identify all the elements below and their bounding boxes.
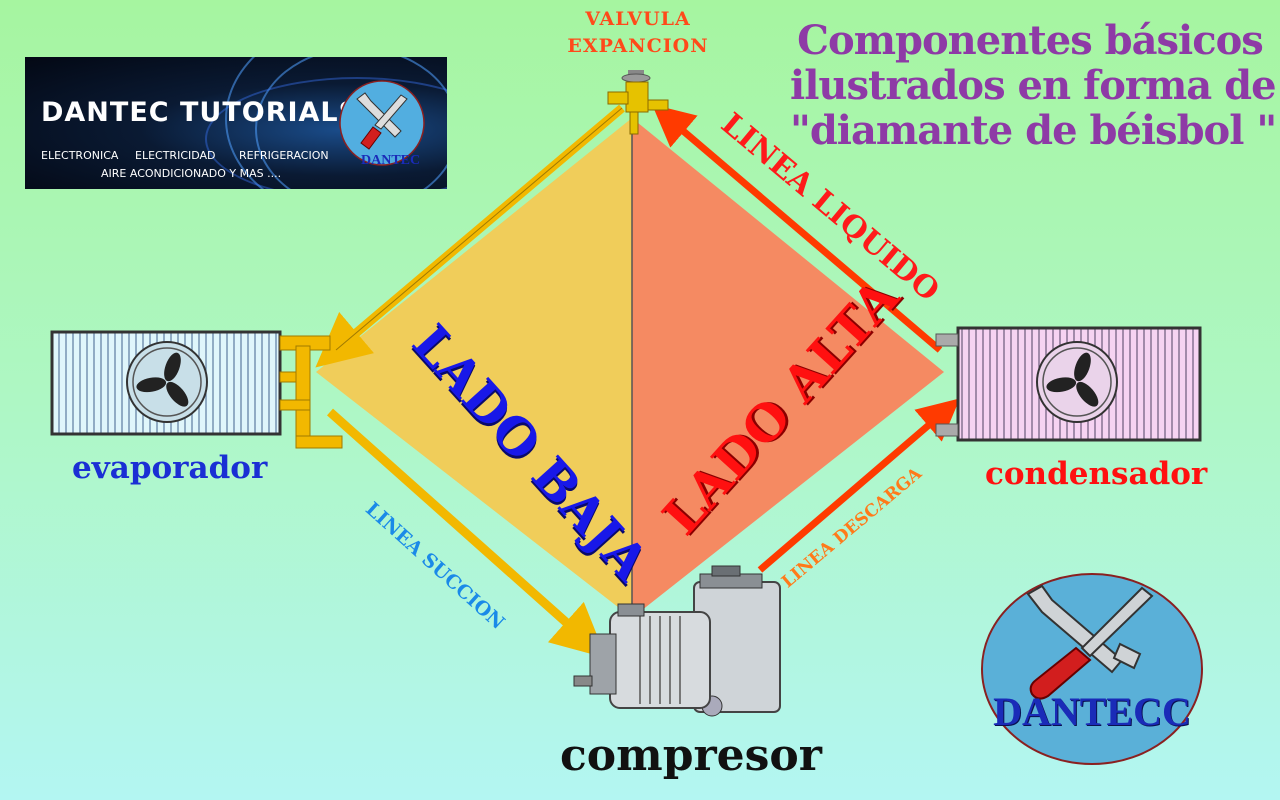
dantec-banner: DANTEC TUTORIALS ELECTRONICA ELECTRICIDA… — [25, 57, 447, 189]
dantecc-logo-text: DANTECC — [993, 689, 1191, 734]
liquid-line — [652, 104, 943, 353]
dantecc-logo: DANTECC — [980, 572, 1204, 766]
evaporator-label: evaporador — [72, 450, 268, 486]
compressor-label: compresor — [560, 730, 822, 781]
condenser-label: condensador — [985, 456, 1208, 492]
condenser-unit — [935, 326, 1202, 442]
valve-label-line-1: VALVULA — [585, 8, 691, 30]
title-line-2: ilustrados en forma de — [790, 62, 1277, 109]
evaporator-unit — [50, 330, 343, 449]
valve-label: VALVULA EXPANCION — [548, 6, 728, 60]
title-line-1: Componentes básicos — [797, 17, 1264, 64]
small-logo-icon — [339, 80, 425, 166]
expansion-valve — [607, 70, 669, 135]
discharge-line — [757, 398, 960, 573]
small-logo-text: DANTEC — [361, 153, 421, 168]
valve-label-line-2: EXPANCION — [567, 35, 709, 57]
banner-sub-electricidad: ELECTRICIDAD — [135, 149, 216, 162]
high-side-area — [632, 118, 944, 618]
title-line-3: "diamante de béisbol " — [790, 107, 1277, 154]
banner-sub-aire: AIRE ACONDICIONADO Y MAS .... — [101, 167, 282, 180]
page-title: Componentes básicos ilustrados en forma … — [790, 17, 1277, 154]
banner-title: DANTEC TUTORIALS — [41, 97, 360, 128]
compressor-unit — [573, 565, 781, 717]
suction-line — [327, 408, 607, 658]
dantecc-logo-icon — [981, 573, 1203, 765]
low-side-area — [316, 118, 632, 618]
banner-sub-refrigeracion: REFRIGERACION — [239, 149, 329, 162]
banner-sub-electronica: ELECTRONICA — [41, 149, 119, 162]
